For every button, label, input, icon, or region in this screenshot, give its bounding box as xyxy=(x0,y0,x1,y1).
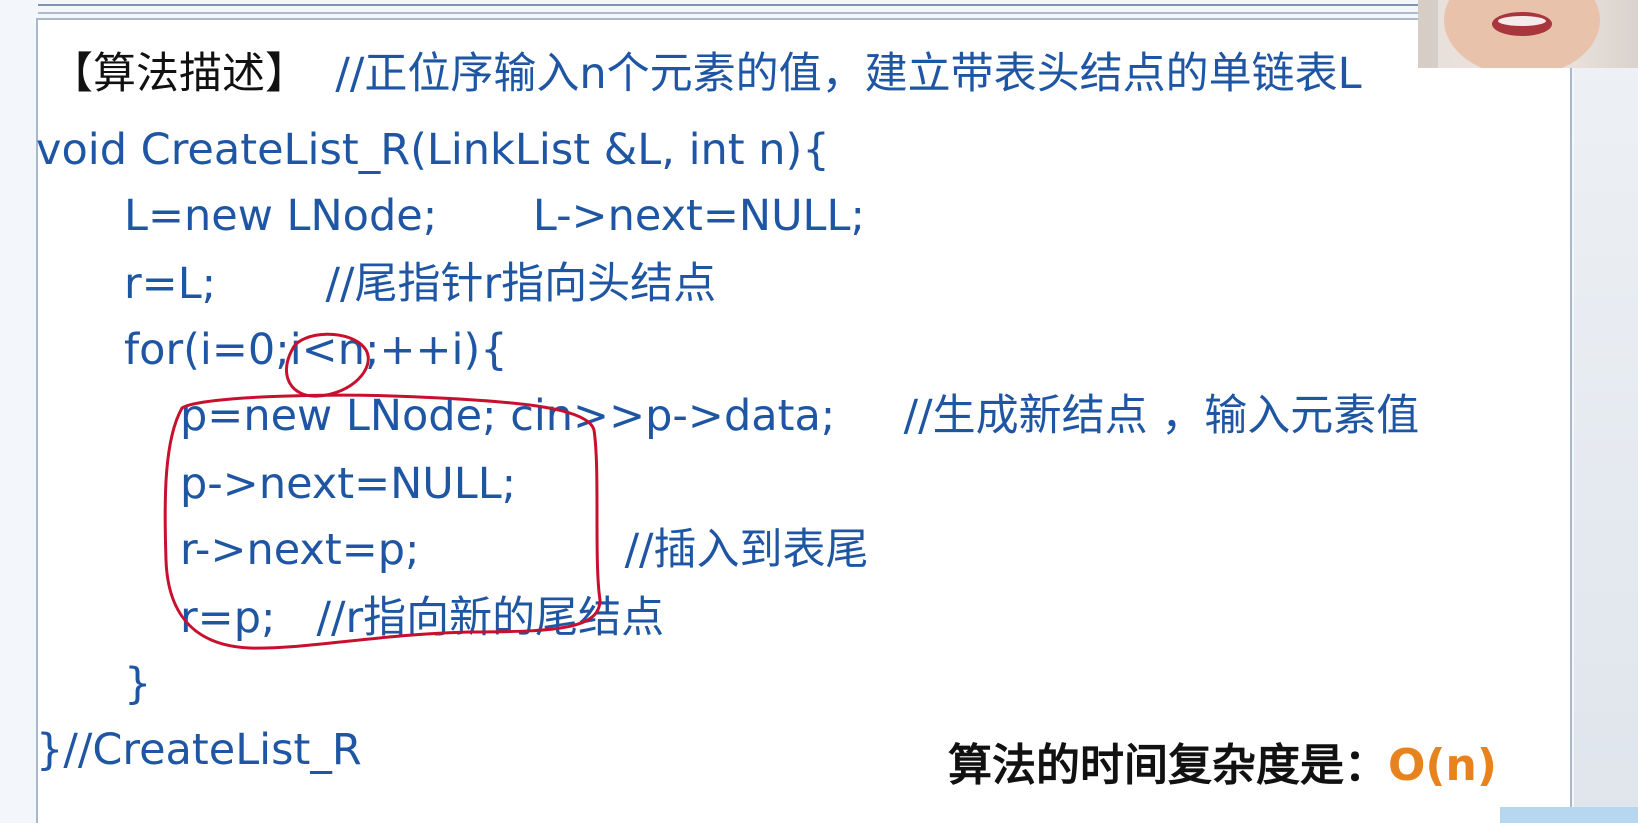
algorithm-heading: 【算法描述】 //正位序输入n个元素的值，建立带表头结点的单链表L xyxy=(50,48,1362,100)
time-complexity: 算法的时间复杂度是：O(n) xyxy=(948,740,1497,792)
complexity-value: O(n) xyxy=(1388,740,1497,791)
code-line-7: r->next=p; //插入到表尾 xyxy=(180,525,869,575)
top-rule-secondary xyxy=(38,12,1568,14)
heading-comment: //正位序输入n个元素的值，建立带表头结点的单链表L xyxy=(335,49,1362,99)
top-rule xyxy=(38,4,1568,6)
bottom-bar xyxy=(1500,807,1638,823)
code-line-5: p=new LNode; cin>>p->data; //生成新结点 ，输入元素… xyxy=(180,391,1420,441)
code-line-4: for(i=0;i<n;++i){ xyxy=(124,325,508,375)
code-line-6: p->next=NULL; xyxy=(180,459,517,509)
presenter-face-image xyxy=(1418,0,1600,68)
code-line-2: L=new LNode; L->next=NULL; xyxy=(124,191,865,241)
code-line-10: }//CreateList_R xyxy=(36,725,362,775)
right-margin xyxy=(1574,0,1638,823)
code-line-9: } xyxy=(124,659,152,709)
heading-title: 【算法描述】 xyxy=(50,49,308,99)
code-line-1: void CreateList_R(LinkList &L, int n){ xyxy=(36,125,830,175)
code-line-8: r=p; //r指向新的尾结点 xyxy=(180,593,665,643)
webcam-overlay xyxy=(1418,0,1638,68)
complexity-label: 算法的时间复杂度是： xyxy=(948,740,1388,791)
code-line-3: r=L; //尾指针r指向头结点 xyxy=(124,259,717,309)
